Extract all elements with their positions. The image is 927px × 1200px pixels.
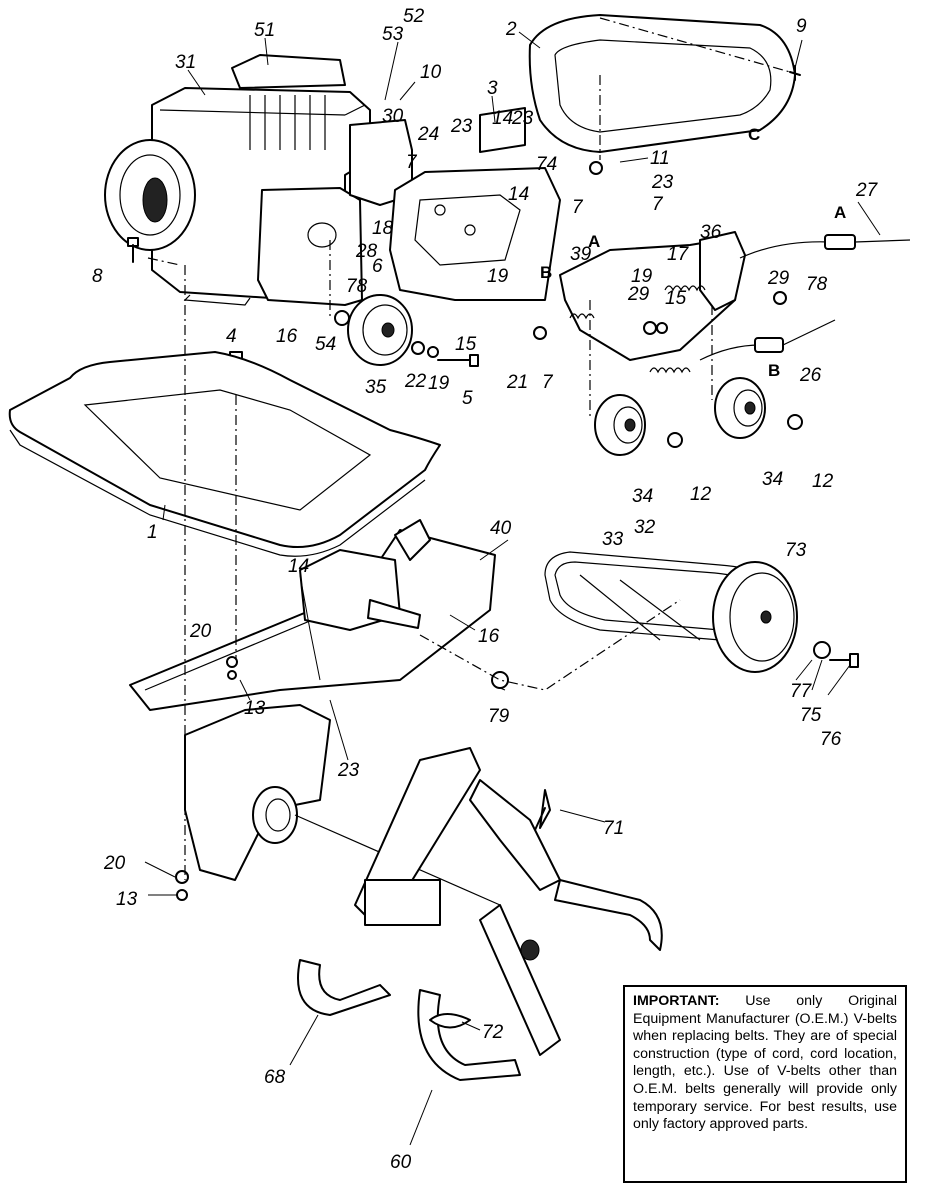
callout-60: 60	[390, 1152, 412, 1173]
belt-cover	[528, 14, 796, 153]
callout-72: 72	[482, 1022, 504, 1043]
callout-74: 74	[536, 154, 557, 175]
transmission-frame	[129, 519, 496, 711]
callout-21: 21	[506, 372, 528, 393]
callout-14a: 14	[492, 108, 513, 129]
callout-68: 68	[264, 1067, 286, 1088]
marker-a-left: A	[588, 232, 600, 251]
callout-7d: 7	[542, 372, 554, 393]
callout-23c: 23	[651, 172, 674, 193]
note-text: Use only Original Equipment Manufacturer…	[633, 993, 897, 1133]
engine	[104, 54, 413, 306]
callout-73: 73	[785, 540, 807, 561]
marker-a-right: A	[834, 203, 846, 222]
callout-40: 40	[490, 518, 512, 539]
marker-c: C	[748, 125, 760, 144]
callout-2: 2	[505, 19, 517, 40]
callout-29b: 29	[767, 268, 790, 289]
callout-13b: 13	[116, 889, 138, 910]
callout-23a: 23	[450, 116, 473, 137]
leader-lines	[144, 31, 881, 1146]
callout-31: 31	[175, 52, 196, 73]
callout-5: 5	[462, 388, 473, 409]
callout-39: 39	[570, 244, 592, 265]
important-note-box: IMPORTANT: Use only Original Equipment M…	[623, 985, 907, 1183]
callout-71: 71	[603, 818, 624, 839]
callout-11: 11	[650, 148, 670, 169]
cables	[699, 234, 911, 361]
callout-15b: 15	[455, 334, 477, 355]
callout-26: 26	[799, 365, 822, 386]
tines	[297, 747, 663, 1081]
pulleys	[347, 294, 766, 456]
marker-b-right: B	[768, 361, 780, 380]
callout-1: 1	[147, 522, 158, 543]
callout-12a: 12	[690, 484, 712, 505]
callout-53: 53	[382, 24, 404, 45]
callout-27: 27	[855, 180, 879, 201]
callout-labels: 31 51 53 52 10 30 2 9 3 23 14 23 24 74 1…	[92, 6, 879, 1173]
callout-4: 4	[226, 326, 237, 347]
assembly-lines	[147, 17, 791, 880]
callout-30: 30	[382, 106, 404, 127]
fasteners	[127, 65, 859, 831]
callout-32: 32	[634, 517, 656, 538]
callout-34a: 34	[632, 486, 653, 507]
callout-14b: 14	[508, 184, 529, 205]
callout-20a: 20	[189, 621, 212, 642]
callout-6: 6	[372, 256, 383, 277]
callout-16a: 16	[276, 326, 298, 347]
bracket-plates	[389, 107, 746, 361]
callout-78b: 78	[806, 274, 828, 295]
callout-19b: 19	[631, 266, 653, 287]
callout-51: 51	[254, 20, 275, 41]
letter-markers: A A B B C	[540, 125, 846, 380]
callout-19c: 19	[428, 373, 450, 394]
callout-23b: 23	[511, 108, 534, 129]
callout-12b: 12	[812, 471, 834, 492]
callout-54: 54	[315, 334, 336, 355]
note-label: IMPORTANT:	[633, 993, 720, 1009]
callout-34b: 34	[762, 469, 783, 490]
marker-b-left: B	[540, 263, 552, 282]
callout-7a: 7	[572, 197, 584, 218]
callout-23d: 23	[337, 760, 360, 781]
callout-28: 28	[355, 241, 378, 262]
callout-78a: 78	[346, 276, 368, 297]
callout-3: 3	[487, 78, 498, 99]
callout-24: 24	[417, 124, 439, 145]
callout-16b: 16	[478, 626, 500, 647]
callout-15a: 15	[665, 288, 687, 309]
callout-29a: 29	[627, 284, 650, 305]
callout-7c: 7	[406, 152, 418, 173]
callout-13a: 13	[244, 698, 266, 719]
shield	[8, 351, 441, 557]
callout-7b: 7	[652, 194, 664, 215]
callout-77: 77	[790, 681, 813, 702]
callout-52: 52	[403, 6, 425, 27]
callout-76: 76	[820, 729, 842, 750]
callout-22: 22	[404, 371, 427, 392]
callout-36: 36	[700, 222, 722, 243]
callout-33: 33	[602, 529, 624, 550]
callout-9: 9	[796, 16, 807, 37]
callout-75: 75	[800, 705, 822, 726]
callout-20b: 20	[103, 853, 126, 874]
callout-35: 35	[365, 377, 387, 398]
callout-79: 79	[488, 706, 510, 727]
callout-8: 8	[92, 266, 103, 287]
callout-14c: 14	[288, 556, 309, 577]
callout-17: 17	[667, 244, 690, 265]
callout-19a: 19	[487, 266, 509, 287]
callout-10: 10	[420, 62, 442, 83]
belts	[544, 551, 798, 673]
tine-housing	[184, 704, 501, 906]
callout-18: 18	[372, 218, 394, 239]
